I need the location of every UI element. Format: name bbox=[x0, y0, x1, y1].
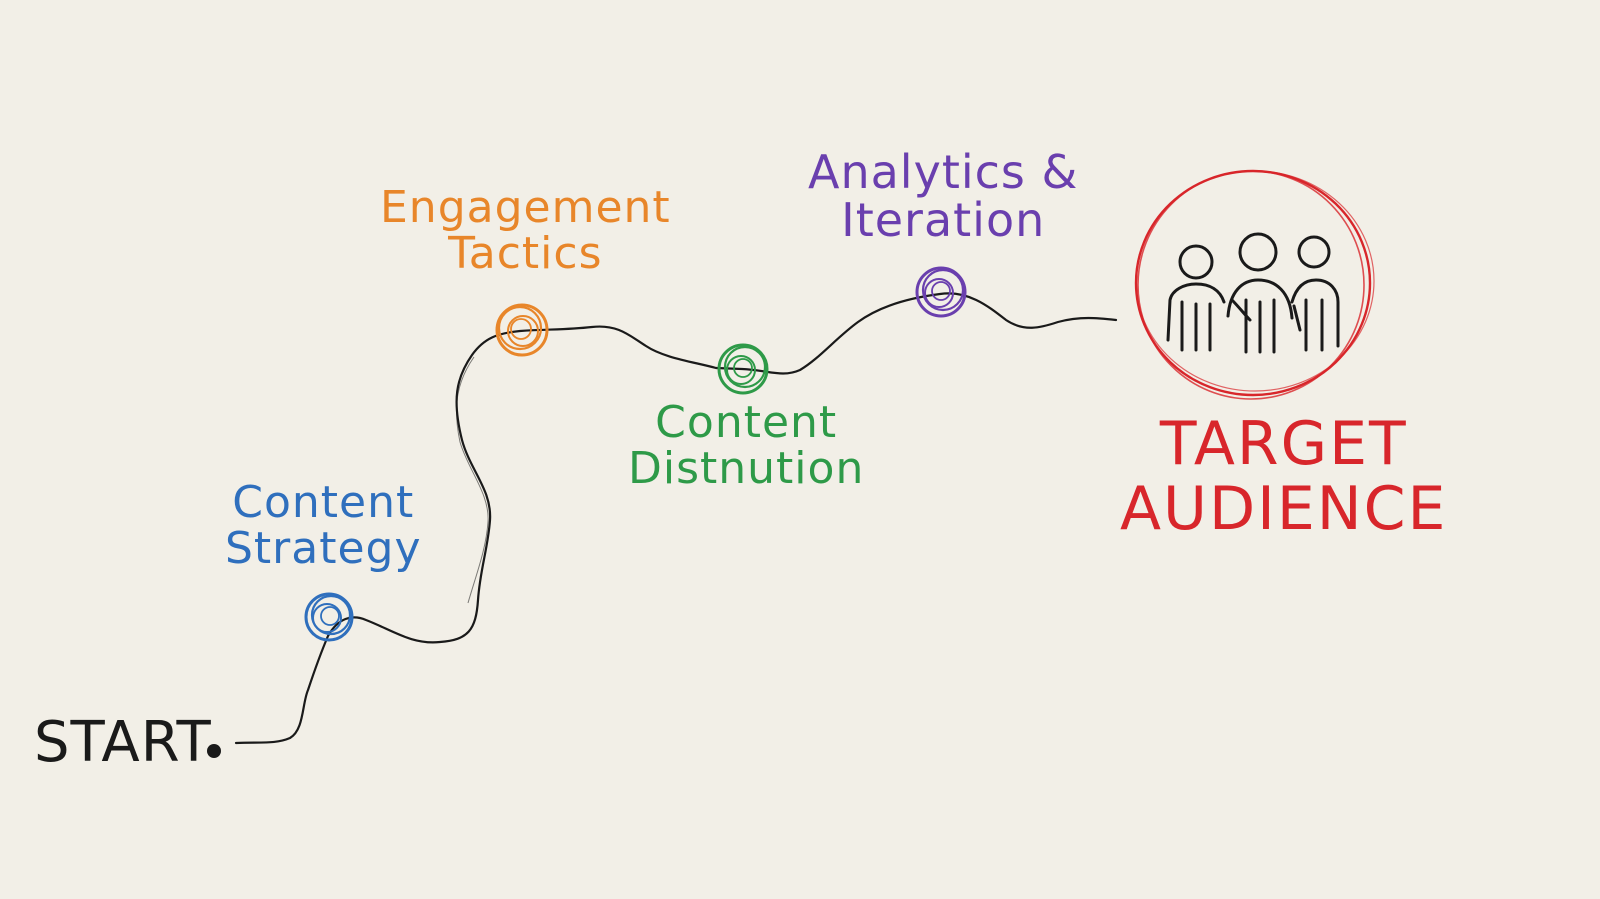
milestone-label-content-distribution: Content Distnution bbox=[628, 397, 865, 495]
label-line: Content bbox=[232, 477, 415, 528]
milestone-node-engagement-tactics bbox=[495, 303, 549, 357]
group-of-people-icon bbox=[1166, 232, 1340, 354]
label-line: Iteration bbox=[841, 193, 1046, 248]
label-line: Tactics bbox=[448, 228, 603, 280]
target-circle bbox=[1134, 169, 1375, 400]
milestone-node-content-strategy bbox=[304, 592, 354, 642]
start-label: START bbox=[34, 710, 212, 775]
label-line: Strategy bbox=[225, 523, 422, 575]
milestone-label-analytics-iteration: Analytics & Iteration bbox=[808, 148, 1078, 245]
label-line: TARGET bbox=[1159, 409, 1408, 479]
label-line: Content bbox=[655, 397, 838, 448]
target-audience-label: TARGET AUDIENCE bbox=[1120, 412, 1447, 542]
milestone-label-content-strategy: Content Strategy bbox=[225, 477, 422, 575]
milestone-node-analytics-iteration bbox=[915, 266, 967, 318]
label-line: Engagement bbox=[380, 182, 671, 233]
milestone-node-content-distribution bbox=[717, 343, 769, 395]
milestone-label-engagement-tactics: Engagement Tactics bbox=[380, 182, 671, 280]
start-dot bbox=[207, 744, 221, 758]
journey-path-sketch bbox=[455, 356, 489, 604]
label-line: Distnution bbox=[628, 443, 865, 495]
label-line: AUDIENCE bbox=[1120, 473, 1448, 544]
label-line: Analytics & bbox=[808, 145, 1079, 199]
